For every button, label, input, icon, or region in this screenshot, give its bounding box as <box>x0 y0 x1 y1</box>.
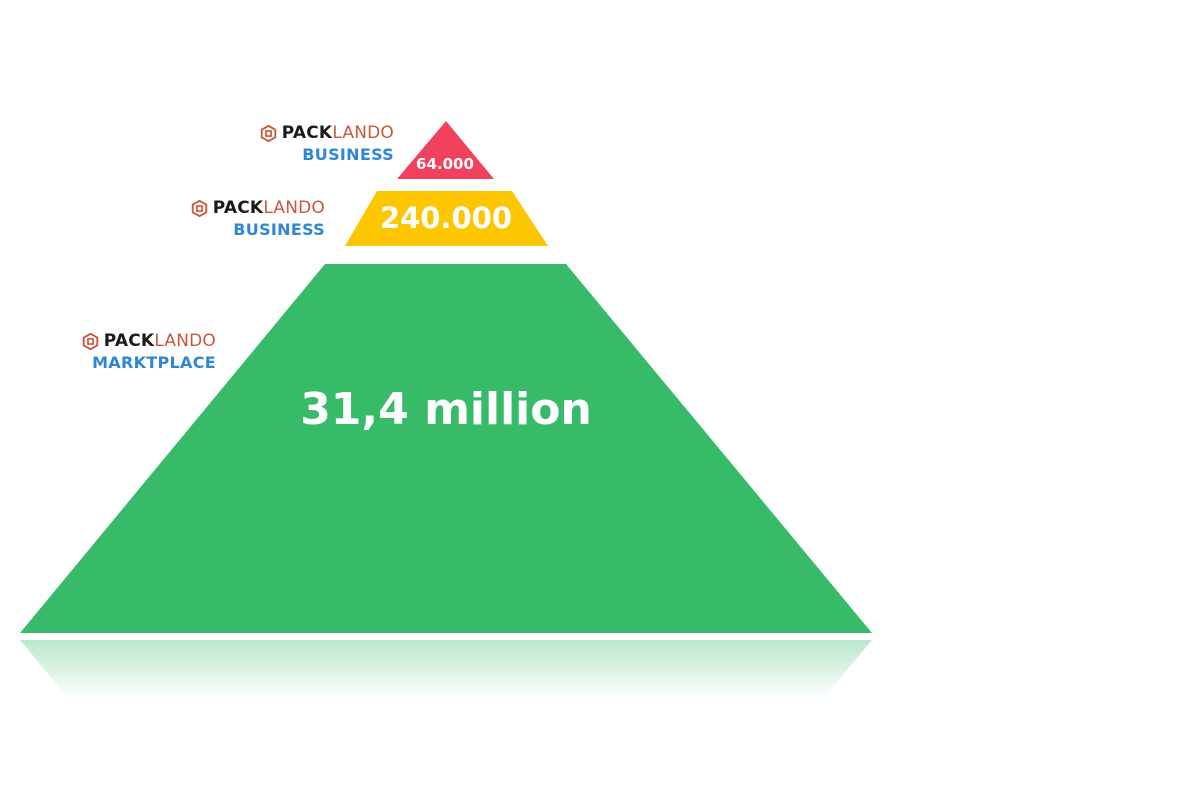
tier-top-description: Place very large orders, but in small nu… <box>722 127 997 165</box>
logo-word-pack: PACK <box>103 331 155 351</box>
tier-bottom-shape <box>20 264 872 633</box>
tier-top-title: Large Companies <box>531 134 687 153</box>
logo-word-lando: LANDO <box>154 331 216 351</box>
tier-bottom-title: Small Businesses & Boutiques <box>688 281 1003 302</box>
logo-business-middle: PACKLANDO BUSINESS <box>191 200 325 238</box>
logo-word-pack: PACK <box>281 123 333 143</box>
tier-top-shape <box>397 121 494 179</box>
logo-marktplace: PACKLANDO MARKTPLACE <box>82 333 216 371</box>
logo-business-top: PACKLANDO BUSINESS <box>260 125 394 163</box>
packlando-logo-icon <box>260 125 277 142</box>
logo-subtitle: MARKTPLACE <box>92 353 216 372</box>
pyramid-reflection <box>20 640 872 700</box>
tier-middle-title: Medium-Sized Companies <box>591 200 703 234</box>
logo-subtitle: BUSINESS <box>302 145 394 164</box>
tier-middle-description: Order medium quantities, usually at a co… <box>760 207 1056 232</box>
tier-bottom-value: 31,4 million <box>300 384 592 435</box>
tier-bottom-description: Represent the largest share of the marke… <box>688 311 1126 355</box>
packlando-logo-icon <box>82 333 99 350</box>
logo-word-lando: LANDO <box>263 198 325 218</box>
logo-word-pack: PACK <box>212 198 264 218</box>
tier-middle-shape <box>345 191 548 246</box>
packlando-logo-icon <box>191 200 208 217</box>
tier-middle-value: 240.000 <box>379 201 513 235</box>
logo-word-lando: LANDO <box>332 123 394 143</box>
tier-top-value: 64.000 <box>416 155 474 173</box>
logo-subtitle: BUSINESS <box>233 220 325 239</box>
